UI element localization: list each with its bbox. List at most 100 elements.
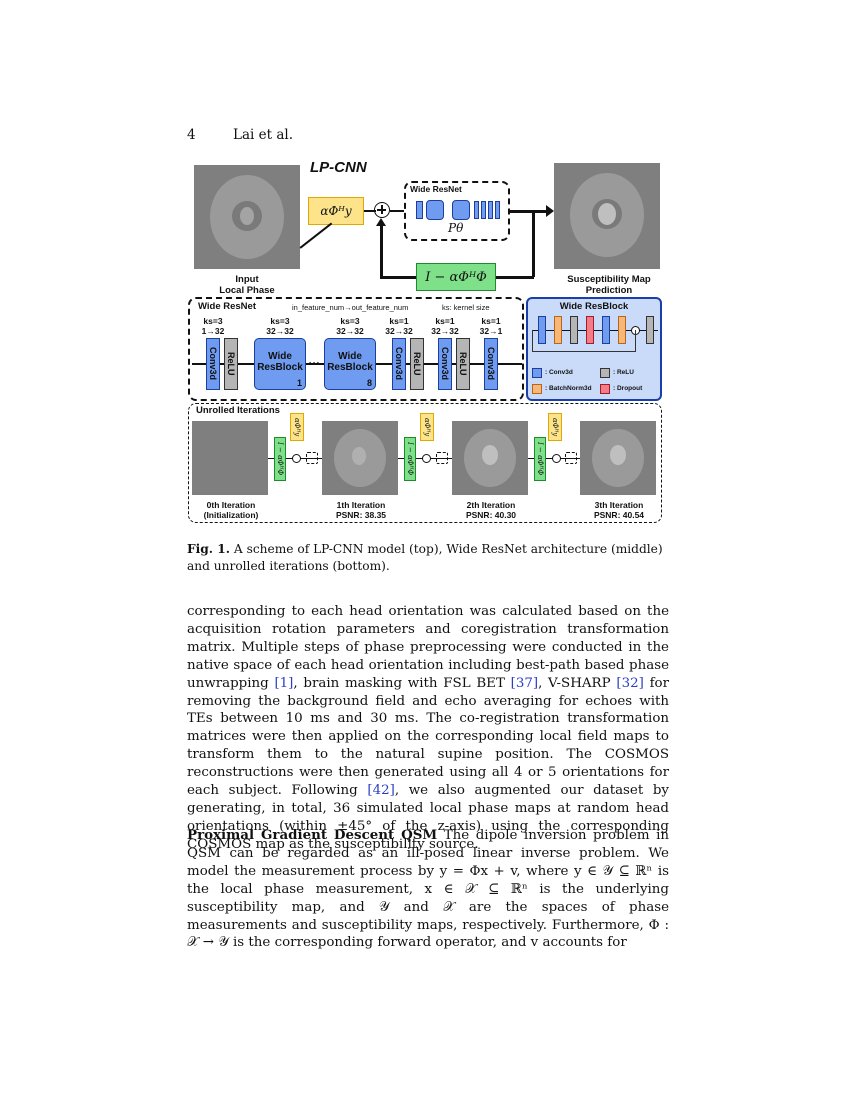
output-arrow bbox=[510, 210, 550, 213]
iteration-detail: PSNR: 40.30 bbox=[465, 510, 517, 520]
citation-link[interactable]: [32] bbox=[616, 675, 644, 691]
mini-resblock bbox=[452, 200, 470, 220]
detail-relu bbox=[646, 316, 654, 344]
detail-dropout bbox=[586, 316, 594, 344]
top-yellow-formula: αΦᴴy bbox=[320, 204, 352, 218]
iteration-yellow-formula: αΦᴴy bbox=[423, 417, 431, 437]
conv3d-block: Conv3d bbox=[438, 338, 452, 390]
layer-ks: ks=1 bbox=[435, 316, 455, 326]
top-green-formula: I − αΦᴴΦ bbox=[425, 269, 487, 285]
ks-note: ks: kernel size bbox=[442, 303, 490, 312]
conv3d-block: Conv3d bbox=[484, 338, 498, 390]
page-number: 4 bbox=[187, 127, 196, 143]
feedback-line bbox=[380, 276, 416, 279]
resblock-flow-line bbox=[532, 330, 658, 331]
layer-feat: 32→32 bbox=[266, 326, 294, 336]
figure-1: Input Local Phase LP-CNN αΦᴴy Wide ResNe… bbox=[180, 155, 670, 525]
mini-conv-block bbox=[416, 201, 423, 219]
feedback-line bbox=[380, 223, 383, 278]
iteration-0-image bbox=[192, 421, 268, 495]
sum-node-icon bbox=[552, 454, 561, 463]
paragraph-2: Proximal Gradient Descent QSM The dipole… bbox=[187, 827, 669, 952]
paragraph-text: corresponding to each head orientation w… bbox=[187, 604, 669, 691]
layer-ks: ks=3 bbox=[270, 316, 290, 326]
sum-node-icon bbox=[374, 202, 390, 218]
paragraph-text: The dipole inversion problem in QSM can … bbox=[187, 828, 669, 951]
layer-ks: ks=1 bbox=[481, 316, 501, 326]
section-heading: Proximal Gradient Descent QSM bbox=[187, 827, 438, 843]
wide-resblock-label: Wide ResBlock bbox=[327, 351, 373, 373]
wide-resblock-detail bbox=[526, 297, 662, 401]
relu-block: ReLU bbox=[224, 338, 238, 390]
layer-ks: ks=1 bbox=[389, 316, 409, 326]
citation-link[interactable]: [1] bbox=[274, 675, 294, 691]
paragraph-text: , V-SHARP bbox=[538, 675, 617, 691]
caption-label: Fig. 1. bbox=[187, 542, 231, 556]
wide-resnet-box bbox=[188, 297, 524, 401]
running-title: Lai et al. bbox=[233, 127, 293, 143]
wide-resblock-detail-title: Wide ResBlock bbox=[559, 301, 629, 312]
detail-relu bbox=[570, 316, 578, 344]
wide-resnet-title: Wide ResNet bbox=[198, 301, 256, 312]
layer-ks: ks=3 bbox=[203, 316, 223, 326]
detail-batchnorm bbox=[618, 316, 626, 344]
iteration-green-box: I − αΦᴴΦ bbox=[274, 437, 286, 481]
iteration-yellow-box: αΦᴴy bbox=[420, 413, 434, 441]
wide-resblock-8: Wide ResBlock 8 bbox=[324, 338, 376, 390]
sum-node-icon bbox=[292, 454, 301, 463]
legend-label: : ReLU bbox=[613, 369, 634, 376]
conv3d-block: Conv3d bbox=[206, 338, 220, 390]
iteration-detail: PSNR: 40.54 bbox=[593, 510, 645, 520]
wide-resblock-1: Wide ResBlock 1 bbox=[254, 338, 306, 390]
paragraph-text: , we also augmented our dataset by gener… bbox=[187, 783, 669, 852]
iteration-detail: PSNR: 38.35 bbox=[335, 510, 387, 520]
relu-block: ReLU bbox=[456, 338, 470, 390]
feature-note: in_feature_num→out_feature_num bbox=[292, 303, 409, 312]
layer-feat: 32→32 bbox=[385, 326, 413, 336]
wide-resblock-index: 1 bbox=[296, 378, 302, 388]
skip-connection bbox=[532, 330, 636, 352]
iteration-3-image bbox=[580, 421, 656, 495]
mini-conv-block bbox=[474, 201, 479, 219]
iteration-name: 2th Iteration bbox=[466, 500, 516, 510]
caption-text: A scheme of LP-CNN model (top), Wide Res… bbox=[187, 542, 663, 573]
unrolled-title: Unrolled Iterations bbox=[196, 405, 280, 416]
feedback-line bbox=[532, 211, 535, 277]
legend-swatch bbox=[600, 384, 610, 394]
wide-resblock-label: Wide ResBlock bbox=[257, 351, 303, 373]
detail-conv3d bbox=[538, 316, 546, 344]
unrolled-iterations-box bbox=[188, 403, 662, 523]
input-label-2: Local Phase bbox=[219, 285, 275, 296]
layer-feat: 32→32 bbox=[336, 326, 364, 336]
ellipsis: … bbox=[308, 353, 320, 367]
top-yellow-formula-box: αΦᴴy bbox=[308, 197, 364, 225]
lpcnn-title: LP-CNN bbox=[310, 159, 367, 176]
arrow-head-icon bbox=[376, 218, 386, 226]
paragraph-text: for removing the background field and ec… bbox=[187, 675, 669, 799]
iteration-yellow-box: αΦᴴy bbox=[548, 413, 562, 441]
iteration-2-image bbox=[452, 421, 528, 495]
citation-link[interactable]: [37] bbox=[510, 675, 539, 691]
iteration-green-box: I − αΦᴴΦ bbox=[534, 437, 546, 481]
citation-link[interactable]: [42] bbox=[367, 783, 395, 799]
legend-swatch bbox=[532, 384, 542, 394]
input-local-phase-image bbox=[194, 165, 300, 269]
legend-label: : Dropout bbox=[613, 385, 643, 392]
iteration-name: 0th Iteration bbox=[206, 500, 256, 510]
top-green-formula-box: I − αΦᴴΦ bbox=[416, 263, 496, 291]
layer-feat: 32→1 bbox=[479, 326, 503, 336]
detail-batchnorm bbox=[554, 316, 562, 344]
connector-line bbox=[299, 222, 332, 249]
iteration-yellow-formula: αΦᴴy bbox=[551, 417, 559, 437]
wide-resblock-index: 8 bbox=[366, 378, 372, 388]
iteration-yellow-box: αΦᴴy bbox=[290, 413, 304, 441]
iteration-green-formula: I − αΦᴴΦ bbox=[536, 442, 544, 476]
p-theta-label: Pθ bbox=[448, 221, 464, 235]
sum-node-icon bbox=[422, 454, 431, 463]
mini-network-icon bbox=[436, 452, 448, 464]
layer-ks: ks=3 bbox=[340, 316, 360, 326]
legend-label: : BatchNorm3d bbox=[545, 385, 592, 392]
mini-conv-block bbox=[481, 201, 486, 219]
iteration-1-image bbox=[322, 421, 398, 495]
feedback-line bbox=[496, 276, 534, 279]
